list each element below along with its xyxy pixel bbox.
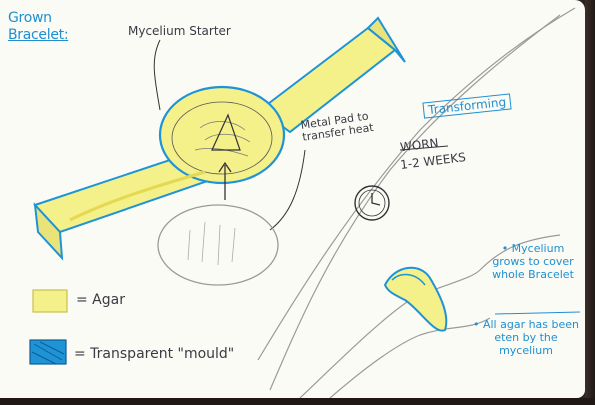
bracelet-diagram bbox=[35, 18, 405, 258]
note-agar-eaten: • All agar has been eten by the mycelium bbox=[470, 318, 582, 357]
worn-bracelet bbox=[385, 268, 446, 331]
legend-mould-label: = Transparent "mould" bbox=[74, 346, 234, 362]
title-line-2: Bracelet: bbox=[8, 27, 68, 44]
label-mycelium-starter: Mycelium Starter bbox=[128, 24, 231, 38]
title-line-1: Grown bbox=[8, 10, 68, 27]
metal-pad bbox=[158, 205, 278, 285]
legend-agar-swatch bbox=[33, 290, 67, 312]
page-title: Grown Bracelet: bbox=[8, 10, 68, 44]
page-bottom-edge bbox=[0, 398, 595, 405]
legend-agar-label: = Agar bbox=[76, 292, 125, 308]
note-mycelium-grows: • Mycelium grows to cover whole Bracelet bbox=[488, 242, 578, 281]
sketchbook-page: Grown Bracelet: Mycelium Starter Metal P… bbox=[0, 0, 585, 398]
page-edge bbox=[585, 0, 595, 405]
clock-icon bbox=[355, 186, 389, 220]
